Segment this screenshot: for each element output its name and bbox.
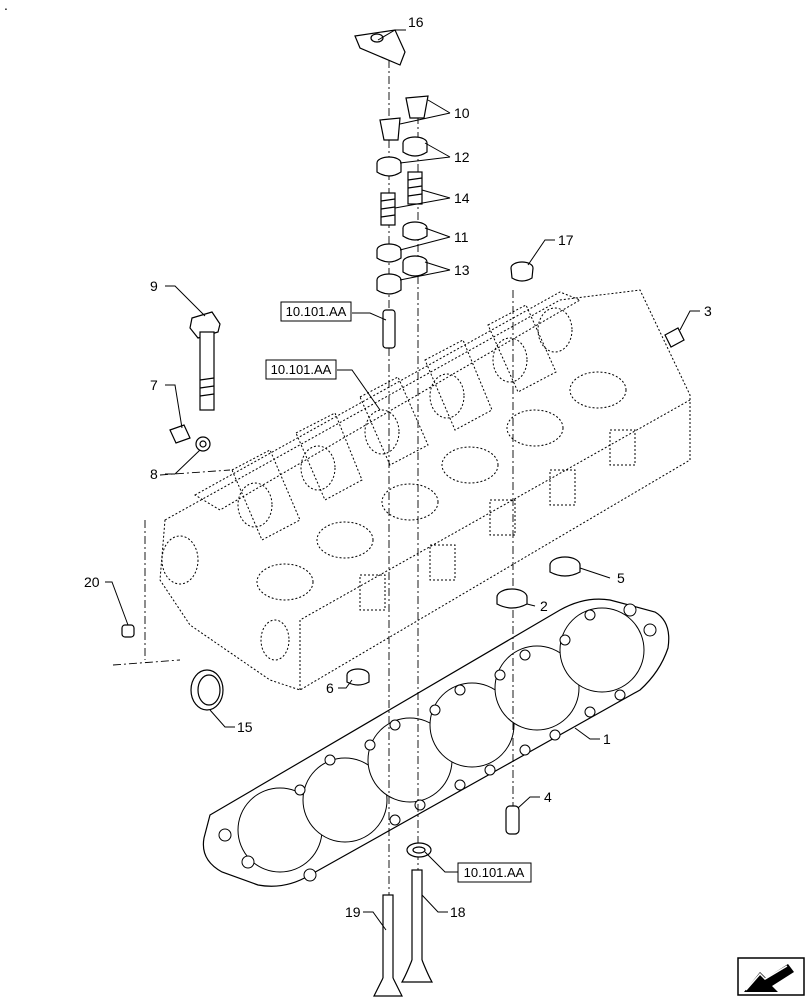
exhaust-valve: [400, 869, 434, 983]
intake-valve: [373, 894, 403, 997]
reference-box-a-label: 10.101.AA: [286, 304, 347, 319]
callout-7: 7: [150, 377, 158, 393]
callout-5: 5: [617, 570, 625, 586]
cup-plug-top: [510, 261, 534, 282]
callout-14: 14: [454, 190, 470, 206]
callout-4: 4: [544, 789, 552, 805]
corner-mark: .: [4, 0, 8, 13]
seal-ring: [190, 669, 224, 711]
valve-stem-seal: [376, 255, 428, 295]
callout-16: 16: [408, 14, 424, 30]
reference-box-a[interactable]: 10.101.AA: [280, 301, 352, 322]
reference-box-b[interactable]: 10.101.AA: [265, 359, 337, 380]
callout-11: 11: [454, 229, 469, 245]
spring-seat: [376, 221, 428, 263]
injector-sleeve: [382, 309, 396, 349]
cup-plug-lower: [346, 668, 370, 686]
head-gasket: [202, 598, 670, 887]
callout-20: 20: [84, 574, 100, 590]
callout-15: 15: [237, 719, 253, 735]
callout-9: 9: [150, 278, 158, 294]
valve-bridge: [354, 29, 406, 66]
spring-retainer: [376, 136, 428, 177]
expansion-plug-5: [549, 556, 581, 577]
cylinder-head: [159, 289, 691, 691]
head-bolt: [189, 311, 221, 411]
callout-3: 3: [704, 303, 712, 319]
reference-box-c[interactable]: 10.101.AA: [457, 862, 532, 883]
injector-washer: [406, 842, 432, 858]
valve-spring: [380, 171, 423, 226]
callout-18: 18: [450, 904, 466, 920]
dowel-front: [121, 624, 135, 638]
expansion-plug-2: [496, 588, 528, 609]
sealing-washer: [195, 436, 211, 452]
callout-17: 17: [558, 232, 574, 248]
callout-10: 10: [454, 105, 470, 121]
callout-labels: 16 10 12 14 11 13 17 3 9 7 8 20 15 6 2 5…: [84, 14, 712, 920]
callout-13: 13: [454, 262, 470, 278]
fitting: [169, 424, 191, 444]
reference-box-c-label: 10.101.AA: [464, 865, 525, 880]
reference-box-b-label: 10.101.AA: [271, 362, 332, 377]
threaded-plug-side: [664, 327, 685, 348]
callout-12: 12: [454, 149, 470, 165]
callout-19: 19: [345, 904, 361, 920]
dowel-gasket: [505, 805, 520, 835]
callout-2: 2: [540, 598, 548, 614]
callout-8: 8: [150, 466, 158, 482]
valve-cotter: [379, 95, 429, 141]
next-page-arrow-icon[interactable]: [737, 957, 805, 996]
leader-lines: [105, 29, 700, 931]
callout-6: 6: [326, 680, 334, 696]
callout-1: 1: [603, 731, 611, 747]
